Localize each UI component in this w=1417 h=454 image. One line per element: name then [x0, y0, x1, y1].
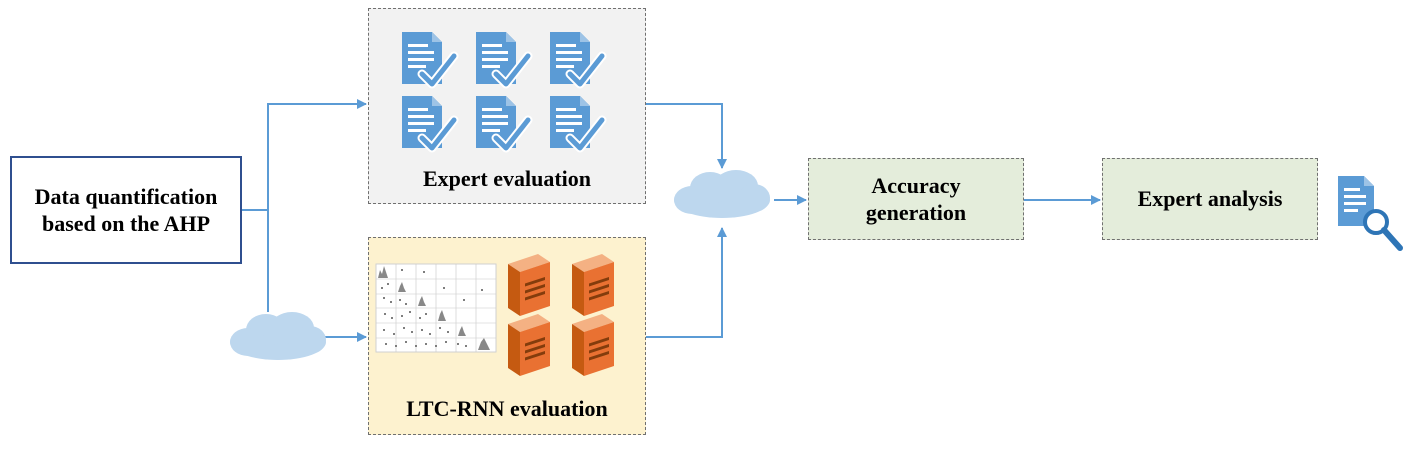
document-search-icon [1338, 176, 1403, 251]
server-icon [572, 314, 614, 376]
server-icon [572, 254, 614, 316]
document-check-icon [476, 96, 528, 148]
document-check-icon [402, 32, 454, 84]
document-check-icon [550, 32, 602, 84]
accuracy-generation-box: Accuracy generation [808, 158, 1024, 240]
document-check-icon [476, 32, 528, 84]
cloud-icon [674, 170, 770, 218]
cloud-icon [230, 312, 326, 360]
ahp-quantification-box: Data quantification based on the AHP [10, 156, 242, 264]
document-check-icon [402, 96, 454, 148]
edge-ltc-to-cloud [646, 227, 727, 338]
accuracy-line-1: Accuracy [871, 172, 961, 198]
expert-analysis-box: Expert analysis [1102, 158, 1318, 240]
ahp-line-2: based on the AHP [41, 211, 211, 236]
server-icon [508, 314, 550, 376]
expert-evaluation-label: Expert evaluation [422, 166, 592, 191]
ltc-rnn-evaluation-label: LTC-RNN evaluation [406, 396, 608, 421]
edge-expert-to-cloud [646, 103, 727, 169]
ahp-line-1: Data quantification [34, 183, 218, 209]
document-check-icon [550, 96, 602, 148]
edge-to-expert [267, 99, 367, 210]
server-icon [508, 254, 550, 316]
accuracy-line-2: generation [865, 200, 967, 225]
scatter-matrix-thumbnail [375, 263, 497, 353]
connectors [242, 99, 1101, 342]
expert-analysis-label: Expert analysis [1137, 186, 1283, 212]
